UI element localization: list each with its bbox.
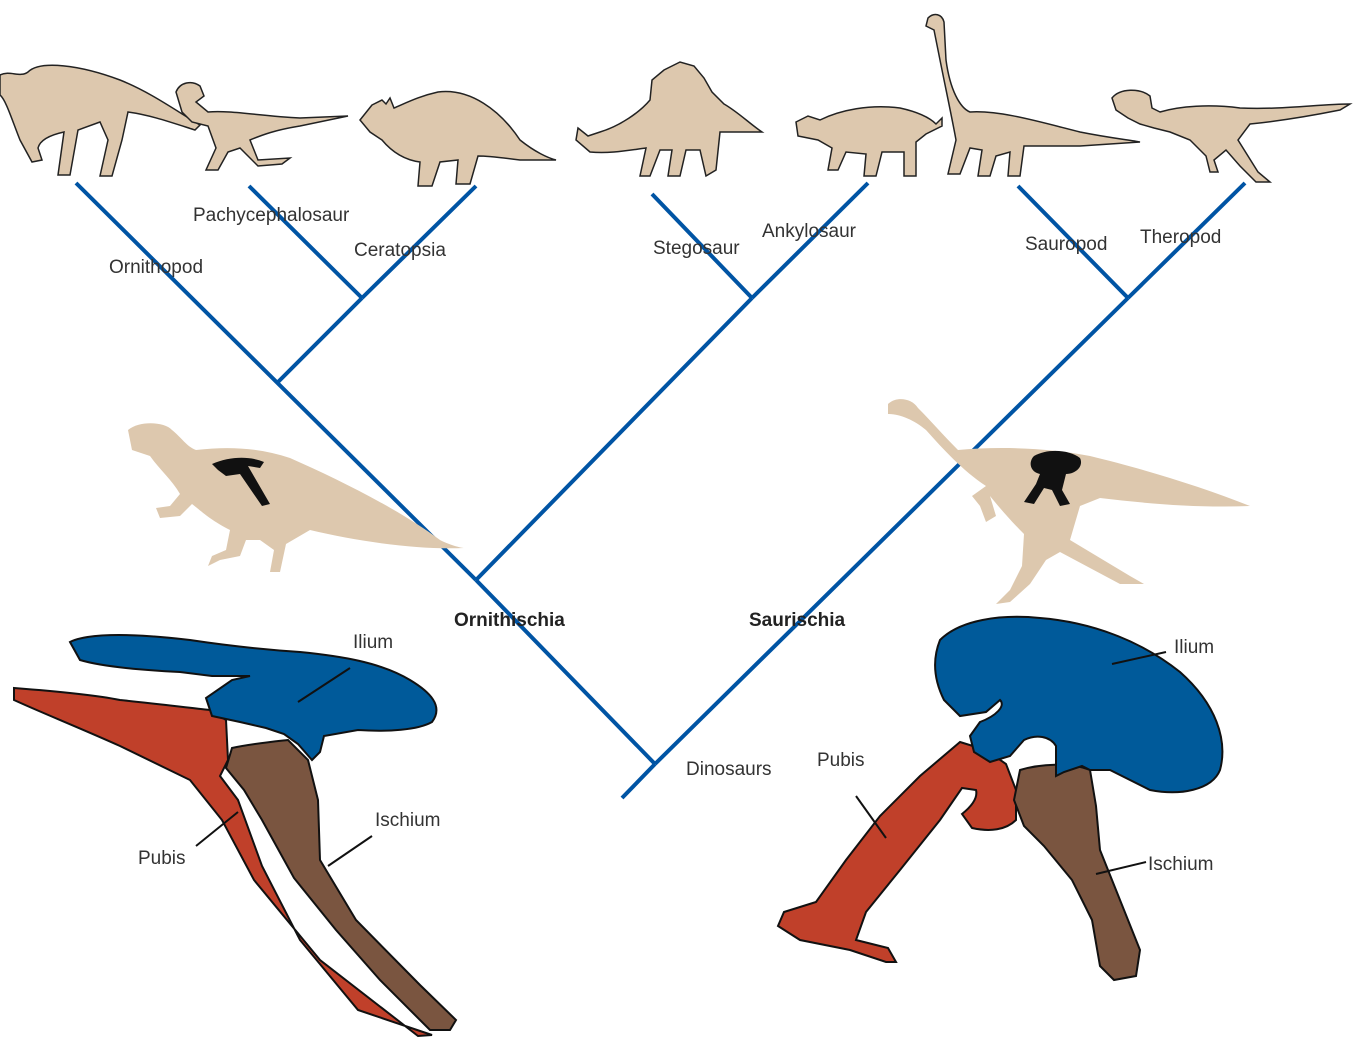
- label-ornithischia: Ornithischia: [454, 610, 565, 631]
- ornithischian-ilium-label: Ilium: [353, 632, 393, 653]
- ornithischian-ischium-leader: [328, 836, 372, 866]
- saurischian-body-illustration: [888, 399, 1250, 604]
- theropod-illustration: [1112, 90, 1350, 182]
- saurischian-pubis-label: Pubis: [817, 750, 865, 771]
- thyreophora-branch: [476, 298, 752, 580]
- saurischian-pubis-bone: [778, 742, 1016, 962]
- label-dinosaurs: Dinosaurs: [686, 759, 772, 780]
- marginocephalia-node: [278, 298, 362, 382]
- label-sauropod: Sauropod: [1025, 234, 1107, 255]
- pachycephalosaur-illustration: [176, 83, 348, 170]
- ornithopod-illustration: [0, 65, 200, 176]
- saurischian-ischium-label: Ischium: [1148, 854, 1213, 875]
- label-pachycephalosaur: Pachycephalosaur: [193, 205, 350, 226]
- saurischian-ilium-label: Ilium: [1174, 637, 1214, 658]
- ornithischian-pubis-label: Pubis: [138, 848, 186, 869]
- root-branch: [622, 764, 655, 798]
- ornithischian-body-illustration: [128, 423, 464, 572]
- pachycephalosaur-branch: [249, 186, 362, 298]
- label-stegosaur: Stegosaur: [653, 238, 740, 259]
- ornithischia-stem: [476, 580, 655, 764]
- label-saurischia: Saurischia: [749, 610, 846, 631]
- ankylosaur-illustration: [796, 107, 942, 176]
- label-ceratopsia: Ceratopsia: [354, 240, 446, 261]
- saurischian-ischium-bone: [1014, 765, 1140, 980]
- taxon-labels: Ornithopod Pachycephalosaur Ceratopsia S…: [109, 205, 1221, 278]
- label-ankylosaur: Ankylosaur: [762, 221, 857, 242]
- label-ornithopod: Ornithopod: [109, 257, 203, 278]
- ornithischian-pubis-bone: [14, 688, 432, 1036]
- ornithischian-ischium-label: Ischium: [375, 810, 440, 831]
- stegosaur-illustration: [576, 62, 762, 176]
- ceratopsia-illustration: [360, 92, 556, 186]
- ornithischian-pelvis: [14, 635, 456, 1036]
- sauropod-illustration: [926, 15, 1140, 176]
- label-theropod: Theropod: [1140, 227, 1221, 248]
- saurischian-pelvis: [778, 617, 1222, 980]
